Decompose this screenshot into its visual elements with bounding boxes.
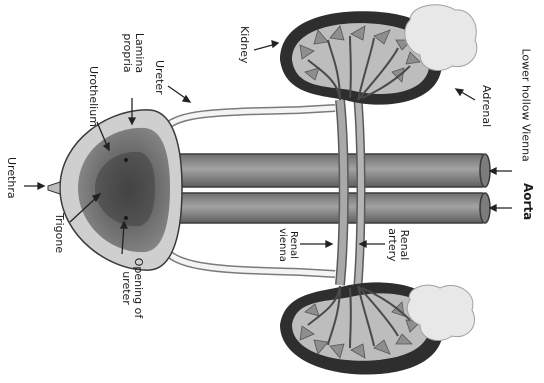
label-opening-of-ureter: Opening of ureter	[118, 253, 144, 323]
label-aorta: Aorta	[520, 183, 534, 235]
label-adrenal: Adrenal	[480, 85, 492, 137]
label-kidney: Kidney	[238, 26, 250, 70]
label-renal-vienna: Renal vienna	[275, 220, 299, 270]
label-lamina-propria: Lamina propria	[119, 31, 145, 75]
label-lower-hollow-vienna: Lower hollow Vienna	[519, 49, 532, 179]
ureter-top-inner	[165, 108, 335, 128]
label-trigone: Trigone	[53, 213, 65, 263]
aorta-end	[480, 193, 490, 223]
renal-vessel-1-inner	[340, 100, 344, 285]
ureter-bottom-inner	[165, 250, 335, 274]
renal-vessel-2-inner	[358, 100, 361, 285]
vein-end	[480, 154, 490, 187]
aorta-vessel	[150, 193, 485, 223]
label-urethra: Urethra	[5, 157, 17, 207]
lower-hollow-vein-vessel	[150, 154, 485, 187]
label-ureter: Ureter	[153, 60, 165, 106]
bladder	[48, 110, 182, 270]
urethra-tube	[48, 182, 60, 194]
label-urothelium: Urothelium	[87, 66, 99, 140]
label-renal-artery: Renal artery	[384, 220, 410, 270]
